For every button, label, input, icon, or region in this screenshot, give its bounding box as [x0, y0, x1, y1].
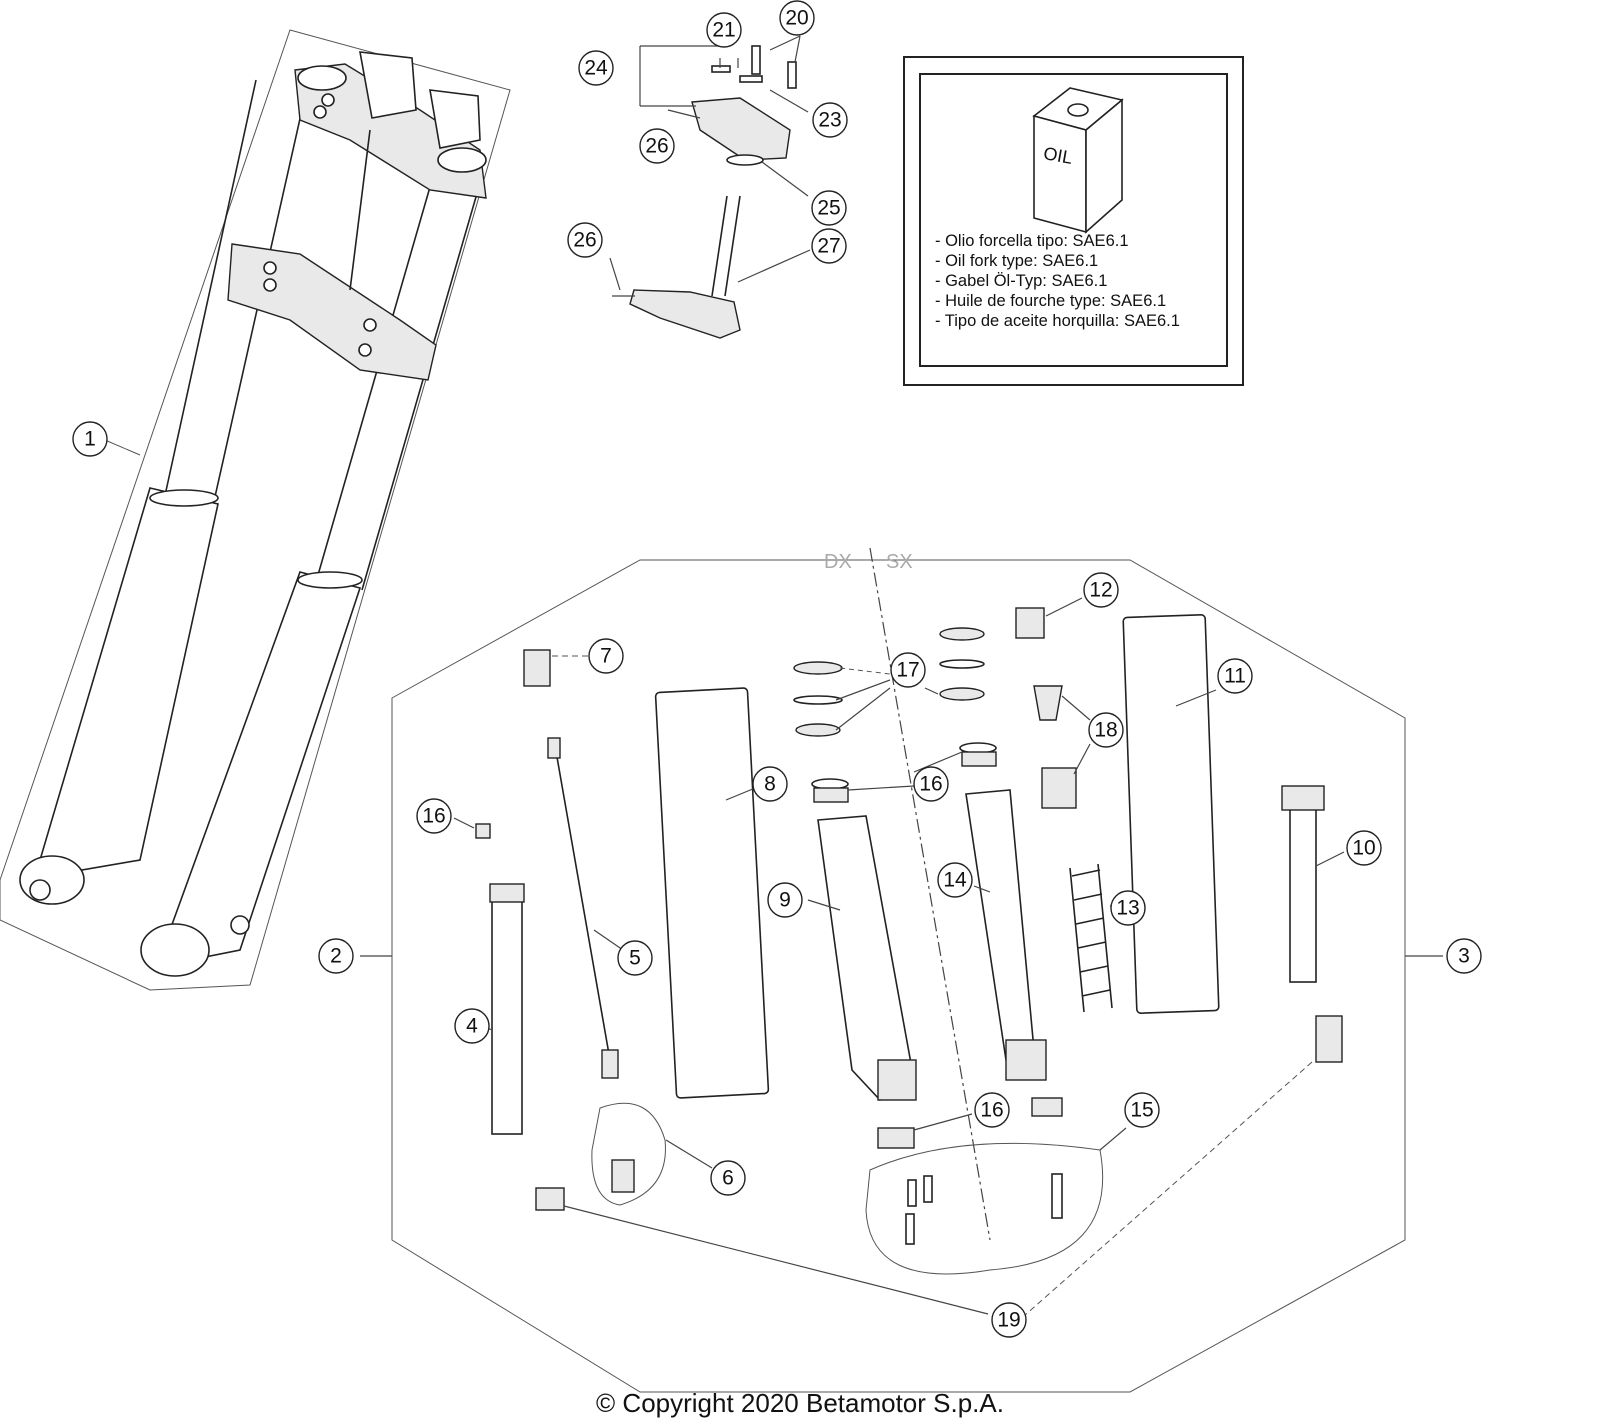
svg-text:18: 18: [1094, 719, 1117, 742]
callout-16-middle: 16: [913, 766, 949, 802]
oil-spec-en: - Oil fork type: SAE6.1: [935, 252, 1098, 270]
axis-label-sx: SX: [886, 551, 913, 573]
callout-17: 17: [890, 652, 926, 688]
callout-11: 11: [1217, 658, 1253, 694]
svg-text:16: 16: [919, 773, 942, 796]
callout-26-top: 26: [639, 128, 675, 164]
oil-can-label: OIL: [1042, 143, 1074, 168]
upper-triple-clamp: [294, 51, 487, 199]
svg-text:10: 10: [1352, 837, 1375, 860]
callout-8: 8: [752, 766, 788, 802]
svg-text:9: 9: [779, 889, 791, 912]
callout-27: 27: [811, 228, 847, 264]
oil-spec-lines: - Olio forcella tipo: SAE6.1 - Oil fork …: [935, 232, 1180, 330]
callout-14: 14: [937, 862, 973, 898]
copyright-notice: © Copyright 2020 Betamotor S.p.A.: [596, 1388, 1004, 1418]
callout-23: 23: [812, 102, 848, 138]
svg-text:1: 1: [84, 428, 96, 451]
callout-3: 3: [1446, 938, 1482, 974]
svg-text:26: 26: [573, 229, 596, 252]
callout-21: 21: [706, 12, 742, 48]
oil-can-icon: OIL: [1032, 87, 1124, 234]
svg-text:7: 7: [600, 645, 612, 668]
svg-text:23: 23: [818, 109, 841, 132]
svg-text:14: 14: [943, 869, 967, 892]
svg-text:11: 11: [1224, 665, 1246, 688]
callout-16-left: 16: [416, 798, 452, 834]
callout-6: 6: [710, 1160, 746, 1196]
svg-text:13: 13: [1116, 897, 1139, 920]
svg-text:5: 5: [629, 947, 641, 970]
steering-parts-group: [609, 35, 811, 339]
axis-label-dx: DX: [824, 551, 852, 573]
oil-spec-es: - Tipo de aceite horquilla: SAE6.1: [935, 312, 1180, 330]
svg-text:8: 8: [764, 773, 776, 796]
svg-text:12: 12: [1089, 579, 1112, 602]
svg-text:26: 26: [645, 135, 668, 158]
oil-spec-it: - Olio forcella tipo: SAE6.1: [935, 232, 1129, 250]
svg-text:16: 16: [422, 805, 445, 828]
svg-text:4: 4: [466, 1015, 478, 1038]
callout-19: 19: [991, 1302, 1027, 1338]
svg-text:20: 20: [785, 7, 808, 30]
callout-13: 13: [1110, 890, 1146, 926]
callout-15: 15: [1124, 1092, 1160, 1128]
callout-16-bottom: 16: [974, 1092, 1010, 1128]
svg-text:16: 16: [980, 1099, 1003, 1122]
svg-text:3: 3: [1458, 945, 1470, 968]
svg-text:2: 2: [330, 945, 342, 968]
callout-2: 2: [318, 938, 354, 974]
callout-24: 24: [578, 50, 614, 86]
svg-text:15: 15: [1130, 1099, 1153, 1122]
lower-triple-clamp: [227, 129, 437, 381]
callout-26-bottom: 26: [567, 222, 603, 258]
fork-assembly-group: [0, 29, 511, 991]
callout-1: 1: [72, 421, 108, 457]
callout-20: 20: [779, 0, 815, 36]
internals-group: DX SX: [360, 547, 1443, 1393]
oil-info-box: OIL - Olio forcella tipo: SAE6.1 - Oil f…: [903, 56, 1244, 386]
svg-text:27: 27: [817, 235, 840, 258]
callout-5: 5: [617, 940, 653, 976]
callout-4: 4: [454, 1008, 490, 1044]
svg-text:6: 6: [722, 1167, 734, 1190]
callout-10: 10: [1346, 830, 1382, 866]
callout-9: 9: [767, 882, 803, 918]
fork-spring: [1069, 863, 1113, 1013]
callout-12: 12: [1083, 572, 1119, 608]
svg-text:19: 19: [997, 1309, 1020, 1332]
callout-25: 25: [811, 190, 847, 226]
svg-text:17: 17: [896, 659, 919, 682]
svg-text:24: 24: [584, 57, 608, 80]
oil-spec-fr: - Huile de fourche type: SAE6.1: [935, 292, 1166, 310]
svg-text:21: 21: [712, 19, 735, 42]
oil-spec-de: - Gabel Öl-Typ: SAE6.1: [935, 272, 1107, 290]
callout-7: 7: [588, 638, 624, 674]
svg-text:25: 25: [817, 197, 840, 220]
callout-18: 18: [1088, 712, 1124, 748]
